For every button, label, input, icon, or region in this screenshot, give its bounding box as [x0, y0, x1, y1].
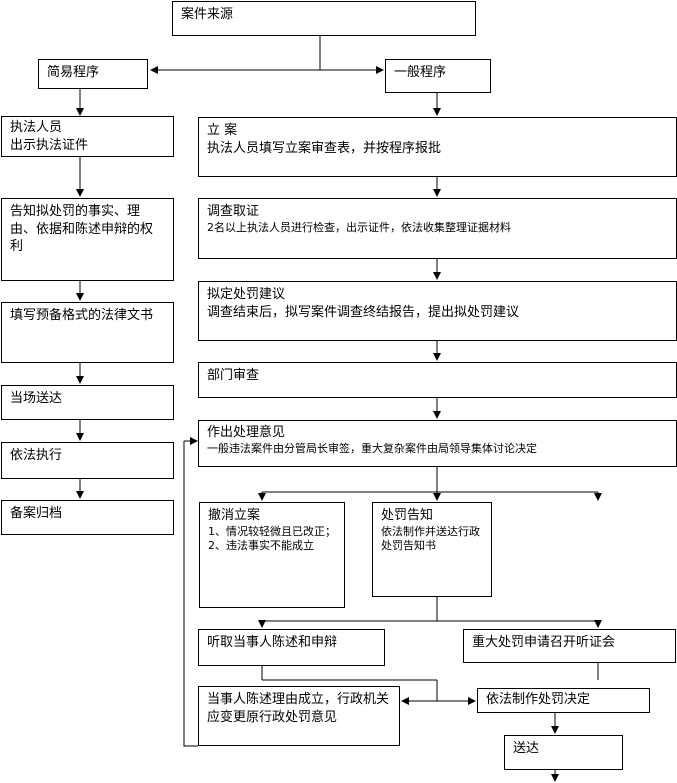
notice-box: 处罚告知 依法制作并送达行政处罚告知书	[372, 502, 492, 597]
simple-step-text: 当场送达	[10, 391, 63, 406]
revoke-title: 撤消立案	[208, 508, 261, 523]
investigation-desc: 2名以上执法人员进行检查，出示证件，依法收集整理证据材料	[207, 220, 511, 234]
notice-desc: 依法制作并送达行政处罚告知书	[381, 524, 480, 553]
simple-procedure-title: 简易程序	[47, 65, 100, 80]
change-box: 当事人陈述理由成立，行政机关应变更原行政处罚意见	[198, 686, 400, 746]
filing-title: 立 案	[207, 123, 238, 138]
simple-step-text: 填写预备格式的法律文书	[10, 308, 154, 323]
opinion-desc: 一般违法案件由分管局长审签，重大复杂案件由局领导集体讨论决定	[207, 441, 537, 455]
review-box: 部门审查	[198, 362, 677, 398]
case-source-title: 案件来源	[181, 7, 234, 22]
filing-desc: 执法人员填写立案审查表，并按程序报批	[207, 140, 442, 156]
revoke-box: 撤消立案 1、情况较轻微且已改正； 2、违法事实不能成立	[199, 502, 345, 608]
proposal-title: 拟定处罚建议	[207, 287, 286, 302]
simple-step-box: 当场送达	[1, 385, 174, 420]
filing-box: 立 案 执法人员填写立案审查表，并按程序报批	[198, 117, 677, 177]
notice-split-line	[262, 597, 598, 622]
feedback-loop-line	[183, 441, 198, 747]
investigation-box: 调查取证 2名以上执法人员进行检查，出示证件，依法收集整理证据材料	[198, 198, 677, 259]
merge-line	[261, 663, 599, 701]
statement-title: 听取当事人陈述和申辩	[207, 635, 338, 650]
opinion-box: 作出处理意见 一般违法案件由分管局长审签，重大复杂案件由局领导集体讨论决定	[198, 420, 677, 467]
revoke-item: 2、违法事实不能成立	[208, 539, 314, 553]
opinion-split-line	[262, 467, 598, 493]
proposal-desc: 调查结束后，拟写案件调查终结报告，提出拟处罚建议	[207, 304, 520, 320]
simple-procedure-box: 简易程序	[38, 59, 148, 89]
investigation-title: 调查取证	[207, 204, 260, 219]
statement-box: 听取当事人陈述和申辩	[198, 629, 385, 666]
change-title: 当事人陈述理由成立，行政机关应变更原行政处罚意见	[207, 692, 390, 725]
simple-step-box: 依法执行	[1, 442, 174, 479]
review-title: 部门审查	[207, 368, 260, 383]
opinion-title: 作出处理意见	[207, 425, 286, 440]
simple-step-text: 执法人员 出示执法证件	[10, 120, 89, 153]
simple-step-box: 备案归档	[1, 500, 174, 535]
simple-step-text: 告知拟处罚的事实、理由、依据和陈述申辩的权利	[10, 204, 154, 255]
revoke-item: 1、情况较轻微且已改正；	[208, 524, 336, 538]
simple-step-box: 执法人员 出示执法证件	[1, 116, 174, 157]
simple-step-text: 依法执行	[10, 448, 63, 463]
general-procedure-box: 一般程序	[385, 59, 491, 93]
deliver-title: 送达	[513, 741, 540, 756]
simple-step-box: 填写预备格式的法律文书	[1, 302, 174, 363]
deliver-box: 送达	[504, 735, 623, 770]
decision-title: 依法制作处罚决定	[486, 692, 591, 707]
proposal-box: 拟定处罚建议 调查结束后，拟写案件调查终结报告，提出拟处罚建议	[198, 281, 677, 341]
decision-box: 依法制作处罚决定	[477, 688, 650, 713]
simple-step-text: 备案归档	[10, 506, 63, 521]
hearing-box: 重大处罚申请召开听证会	[463, 629, 676, 663]
hearing-title: 重大处罚申请召开听证会	[472, 635, 616, 650]
simple-step-box: 告知拟处罚的事实、理由、依据和陈述申辩的权利	[1, 198, 174, 281]
general-procedure-title: 一般程序	[394, 65, 447, 80]
case-source-box: 案件来源	[172, 1, 476, 36]
notice-title: 处罚告知	[381, 508, 434, 523]
